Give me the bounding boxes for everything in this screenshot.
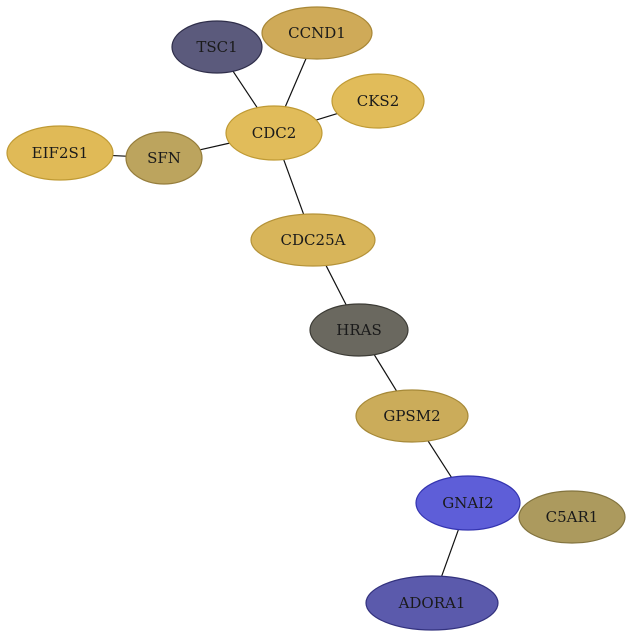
node-sfn[interactable]: SFN: [125, 131, 203, 185]
node-shape-sfn[interactable]: [125, 131, 203, 185]
node-label-adora1: ADORA1: [398, 594, 466, 612]
node-shape-adora1[interactable]: [365, 575, 499, 631]
node-shape-tsc1[interactable]: [171, 20, 263, 74]
node-label-cdc25a: CDC25A: [281, 231, 346, 249]
edge-hras-gpsm2: [373, 354, 398, 392]
node-eif2s1[interactable]: EIF2S1: [6, 125, 114, 181]
node-shape-cdc2[interactable]: [225, 105, 323, 161]
node-hras[interactable]: HRAS: [309, 303, 409, 357]
node-tsc1[interactable]: TSC1: [171, 20, 263, 74]
node-c5ar1[interactable]: C5AR1: [518, 490, 626, 544]
edge-cks2-cdc2: [315, 112, 338, 121]
node-shape-hras[interactable]: [309, 303, 409, 357]
node-label-hras: HRAS: [336, 321, 381, 339]
edge-eif2s1-sfn: [112, 154, 127, 157]
edges-layer: [112, 58, 460, 577]
node-label-gnai2: GNAI2: [442, 494, 493, 512]
edge-tsc1-cdc2: [232, 70, 258, 109]
node-ccnd1[interactable]: CCND1: [261, 6, 373, 60]
edge-ccnd1-cdc2: [284, 58, 307, 107]
node-cks2[interactable]: CKS2: [331, 73, 425, 129]
node-label-eif2s1: EIF2S1: [32, 144, 89, 162]
node-label-cdc2: CDC2: [252, 124, 297, 142]
edge-gnai2-adora1: [441, 529, 460, 577]
node-shape-gpsm2[interactable]: [355, 389, 469, 443]
edge-gpsm2-gnai2: [427, 440, 453, 478]
node-gnai2[interactable]: GNAI2: [415, 475, 521, 531]
node-label-c5ar1: C5AR1: [546, 508, 599, 526]
node-shape-cdc25a[interactable]: [250, 213, 376, 267]
node-shape-gnai2[interactable]: [415, 475, 521, 531]
node-label-cks2: CKS2: [357, 92, 400, 110]
edge-cdc2-cdc25a: [283, 159, 305, 215]
node-cdc25a[interactable]: CDC25A: [250, 213, 376, 267]
node-shape-c5ar1[interactable]: [518, 490, 626, 544]
node-label-ccnd1: CCND1: [288, 24, 346, 42]
node-adora1[interactable]: ADORA1: [365, 575, 499, 631]
node-shape-cks2[interactable]: [331, 73, 425, 129]
node-label-gpsm2: GPSM2: [383, 407, 440, 425]
node-shape-eif2s1[interactable]: [6, 125, 114, 181]
node-label-tsc1: TSC1: [196, 38, 237, 56]
node-cdc2[interactable]: CDC2: [225, 105, 323, 161]
node-shape-ccnd1[interactable]: [261, 6, 373, 60]
node-gpsm2[interactable]: GPSM2: [355, 389, 469, 443]
edge-cdc25a-hras: [325, 265, 347, 306]
node-label-sfn: SFN: [147, 149, 181, 167]
edge-sfn-cdc2: [199, 142, 230, 151]
